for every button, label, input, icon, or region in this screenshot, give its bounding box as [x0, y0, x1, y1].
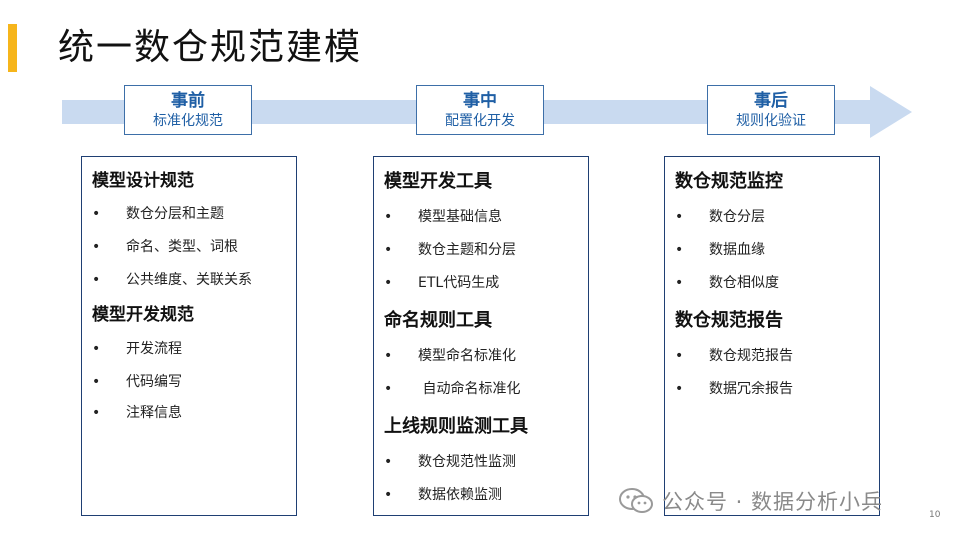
- list-item: •开发流程: [92, 341, 182, 357]
- group-title: 数仓规范监控: [675, 171, 783, 192]
- bullet: •: [384, 348, 393, 364]
- bullet: •: [384, 487, 393, 503]
- phase-before: 事前 标准化规范: [124, 85, 252, 135]
- phase-before-subtitle: 标准化规范: [153, 113, 223, 129]
- list-item: •数仓分层和主题: [92, 206, 224, 222]
- phase-after: 事后 规则化验证: [707, 85, 835, 135]
- bullet: •: [92, 341, 101, 357]
- list-item: •数仓规范报告: [675, 348, 793, 364]
- bullet: •: [675, 209, 684, 225]
- group-title: 数仓规范报告: [675, 310, 783, 331]
- bullet: •: [92, 206, 101, 222]
- list-item: • 自动命名标准化: [384, 381, 521, 397]
- list-item: •公共维度、关联关系: [92, 272, 252, 288]
- list-item: •数据血缘: [675, 242, 765, 258]
- group-title: 模型设计规范: [92, 171, 194, 191]
- phase-after-subtitle: 规则化验证: [736, 113, 806, 129]
- list-item: •数仓规范性监测: [384, 454, 516, 470]
- list-item: •命名、类型、词根: [92, 239, 238, 255]
- bullet: •: [675, 242, 684, 258]
- bullet: •: [384, 381, 393, 397]
- group-title: 命名规则工具: [384, 310, 492, 331]
- bullet: •: [92, 272, 101, 288]
- phase-after-title: 事后: [754, 91, 788, 111]
- list-item: •ETL代码生成: [384, 275, 500, 291]
- panel-after: 数仓规范监控 •数仓分层 •数据血缘 •数仓相似度 数仓规范报告 •数仓规范报告…: [664, 156, 880, 516]
- list-item: •注释信息: [92, 405, 182, 421]
- bullet: •: [675, 275, 684, 291]
- watermark-text: 公众号 · 数据分析小兵: [662, 490, 884, 514]
- list-item: •模型命名标准化: [384, 348, 516, 364]
- list-item: •数据冗余报告: [675, 381, 793, 397]
- bullet: •: [675, 348, 684, 364]
- phase-before-title: 事前: [171, 91, 205, 111]
- phase-during: 事中 配置化开发: [416, 85, 544, 135]
- list-item: •数据依赖监测: [384, 487, 502, 503]
- bullet: •: [384, 209, 393, 225]
- bullet: •: [384, 454, 393, 470]
- bullet: •: [92, 374, 101, 390]
- title-accent-bar: [8, 24, 17, 72]
- phase-during-title: 事中: [463, 91, 497, 111]
- panel-during: 模型开发工具 •模型基础信息 •数仓主题和分层 •ETL代码生成 命名规则工具 …: [373, 156, 589, 516]
- group-title: 模型开发规范: [92, 305, 194, 325]
- list-item: •模型基础信息: [384, 209, 502, 225]
- list-item: •数仓分层: [675, 209, 765, 225]
- list-item: •代码编写: [92, 374, 182, 390]
- panel-before: 模型设计规范 •数仓分层和主题 •命名、类型、词根 •公共维度、关联关系 模型开…: [81, 156, 297, 516]
- page-number: 10: [929, 510, 941, 520]
- phase-during-subtitle: 配置化开发: [445, 113, 515, 129]
- group-title: 上线规则监测工具: [384, 416, 528, 437]
- bullet: •: [92, 239, 101, 255]
- wechat-icon: [619, 488, 653, 513]
- bullet: •: [384, 275, 393, 291]
- list-item: •数仓相似度: [675, 275, 779, 291]
- bullet: •: [92, 405, 101, 421]
- group-title: 模型开发工具: [384, 171, 492, 192]
- page-title: 统一数仓规范建模: [58, 27, 363, 68]
- bullet: •: [675, 381, 684, 397]
- watermark: 公众号 · 数据分析小兵: [618, 486, 883, 516]
- bullet: •: [384, 242, 393, 258]
- list-item: •数仓主题和分层: [384, 242, 516, 258]
